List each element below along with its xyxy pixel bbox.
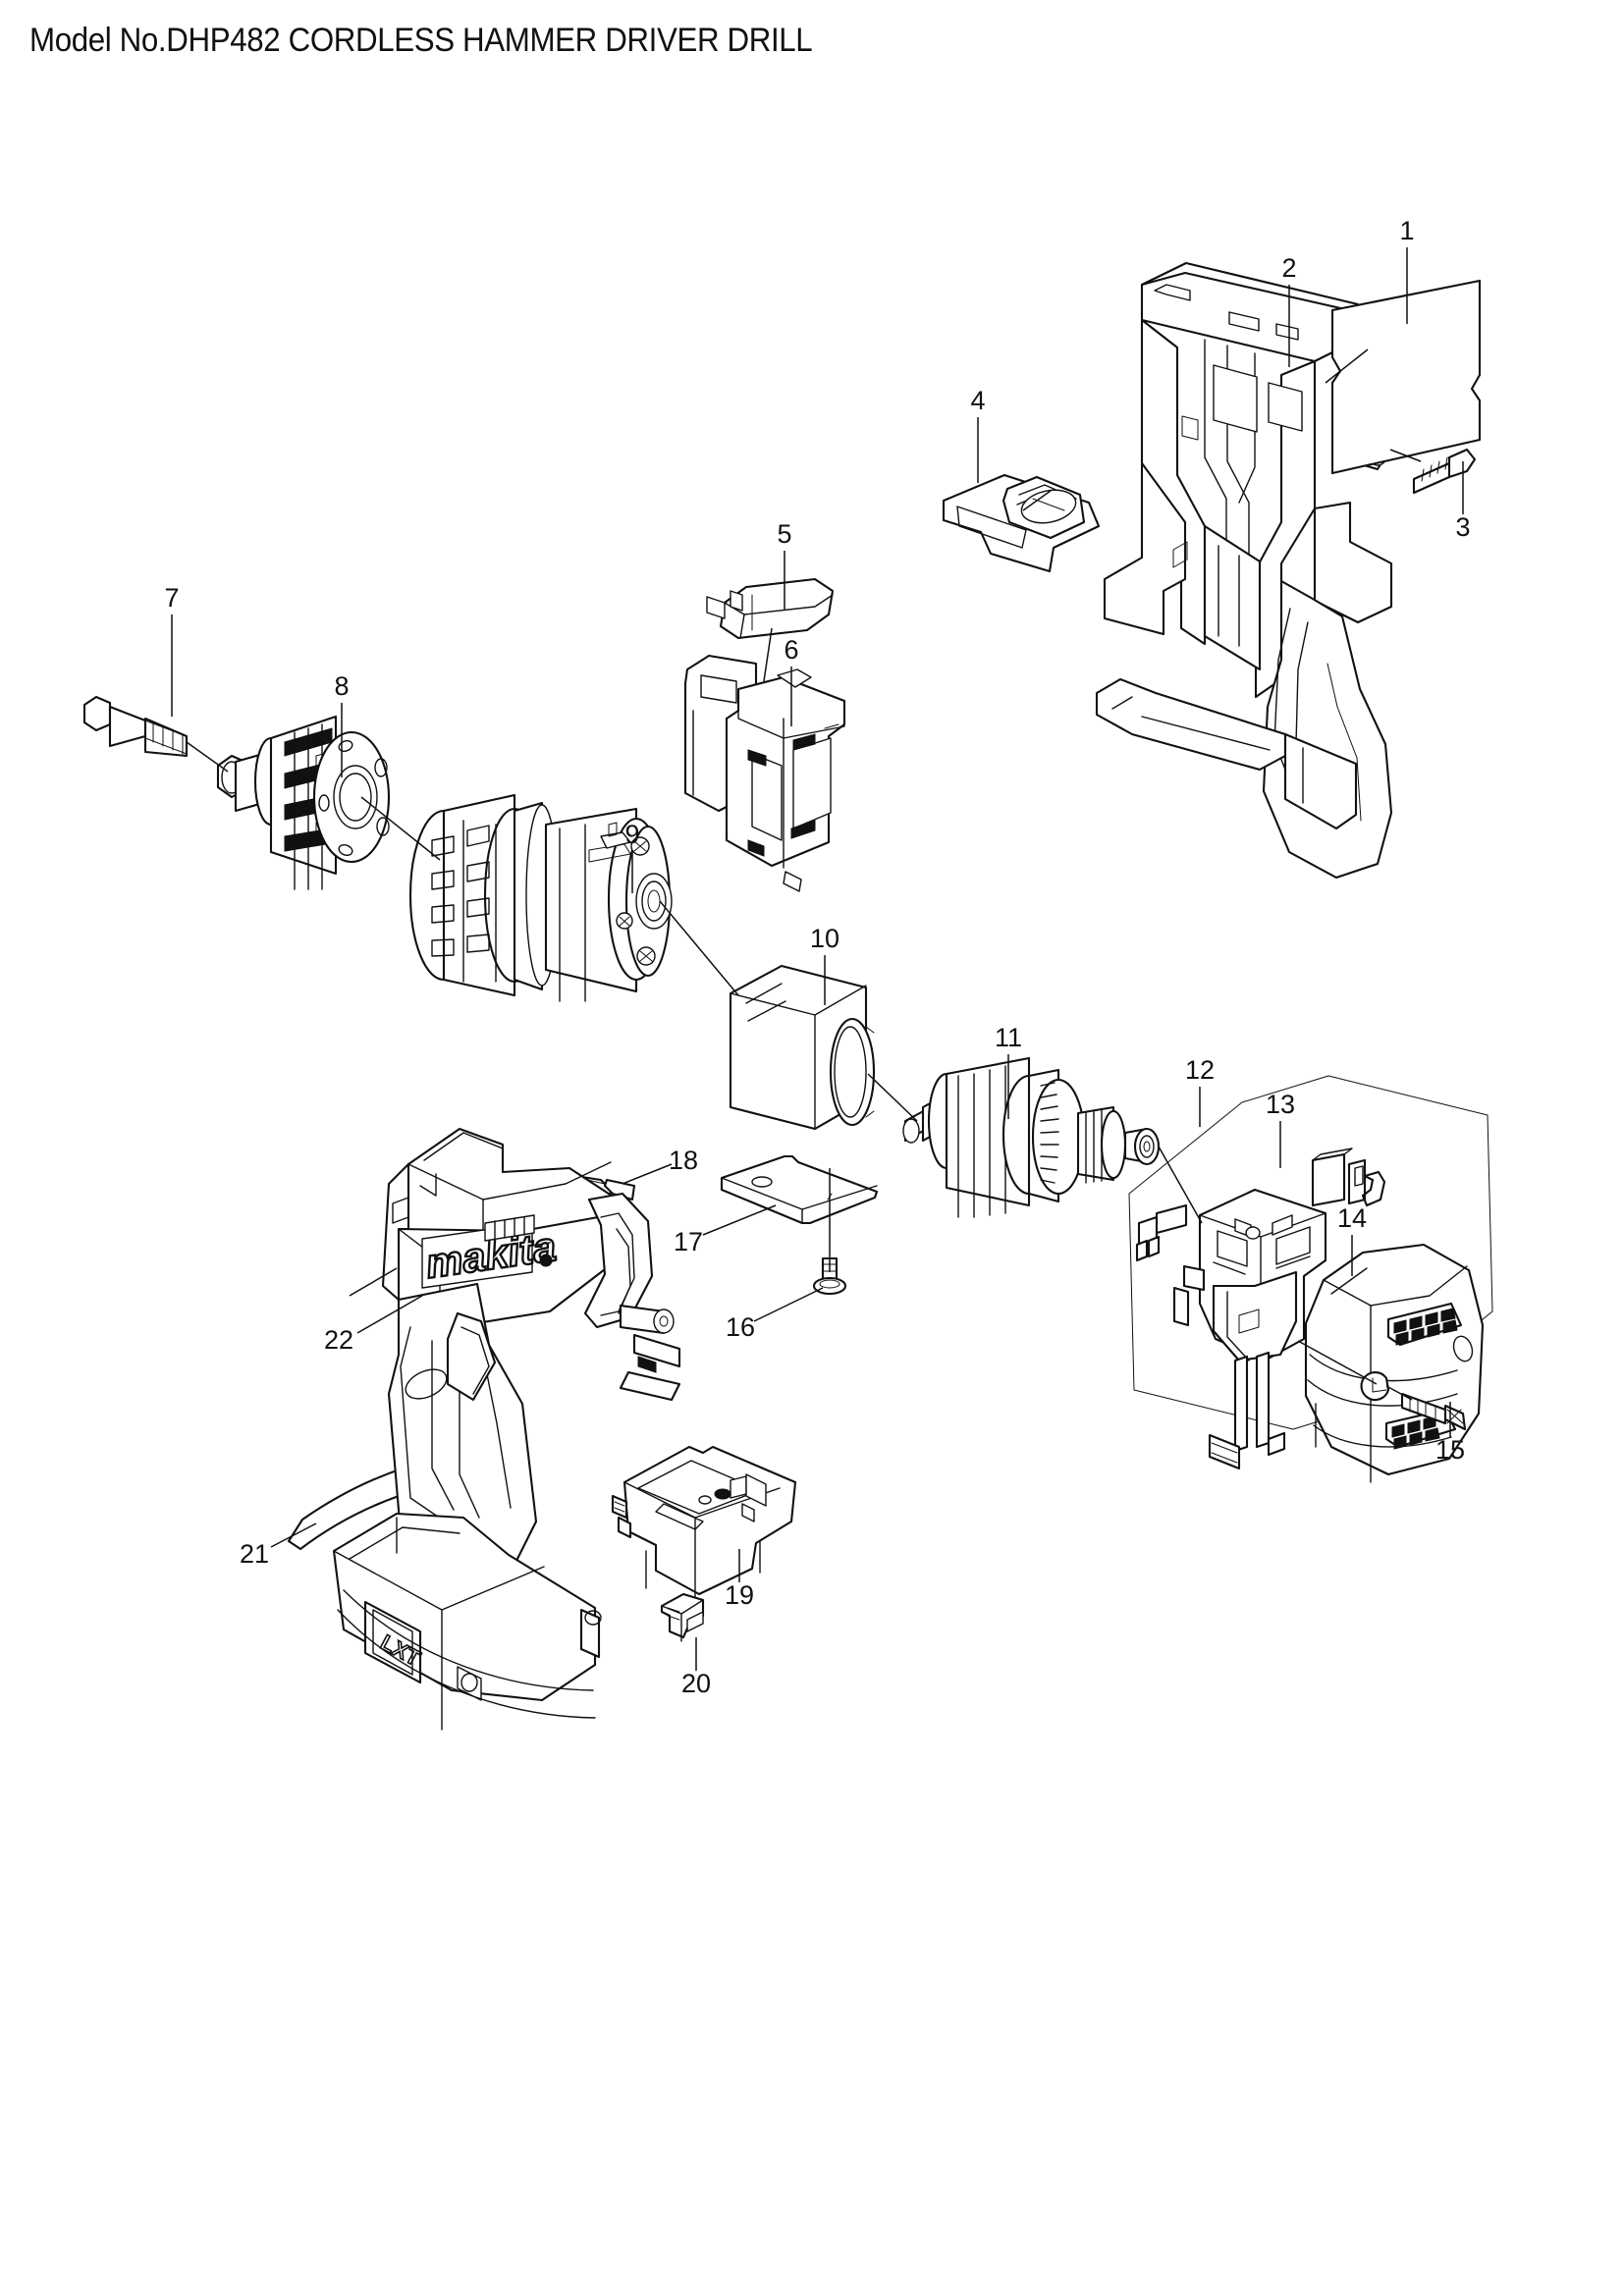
callout-8: 8 [334,671,349,701]
part-pan-head-screw [812,1256,847,1296]
part-armature [902,1056,1161,1218]
callout-2: 2 [1281,253,1296,283]
part-motor-yoke-unit [729,964,876,1131]
leader-lines [171,247,1464,1671]
part-gear-assembly [408,793,673,1002]
part-keyless-drill-chuck [216,715,391,890]
callout-16: 16 [726,1312,755,1342]
callout-4: 4 [970,386,985,415]
callout-19: 19 [725,1580,754,1610]
callout-numbers: 1 2 3 4 5 6 7 8 9 10 11 12 13 14 15 16 1… [164,216,1470,1698]
callout-18: 18 [669,1146,698,1175]
part-tapping-screw-3 [1412,448,1477,495]
callout-3: 3 [1455,512,1470,542]
part-main-housing: makita [332,1127,681,1731]
part-carbon-brush [1311,1148,1386,1207]
page-title: Model No.DHP482 CORDLESS HAMMER DRIVER D… [29,22,813,59]
part-left-hand-screw [82,695,189,758]
part-belt-clip [942,473,1101,573]
part-base-plate [720,1154,879,1225]
part-terminal-clip [660,1592,705,1642]
part-reversing-switch-lever [706,577,835,640]
callout-17: 17 [674,1227,703,1256]
callout-5: 5 [777,519,791,549]
callout-1: 1 [1399,216,1414,245]
callout-22: 22 [324,1325,353,1355]
callout-21: 21 [240,1539,269,1569]
part-switch-assembly [683,654,846,892]
part-brush-holder-complete [1135,1188,1327,1470]
callout-13: 13 [1266,1090,1295,1119]
callout-9: 9 [624,820,639,849]
callout-14: 14 [1337,1203,1367,1233]
callout-15: 15 [1435,1435,1465,1465]
callout-12: 12 [1185,1055,1215,1085]
callout-20: 20 [681,1669,711,1698]
callout-11: 11 [995,1023,1022,1052]
callout-10: 10 [810,924,839,953]
callout-6: 6 [784,635,798,665]
part-name-plate-1 [1330,279,1482,475]
callout-7: 7 [164,583,179,613]
part-terminal-block [611,1445,797,1601]
